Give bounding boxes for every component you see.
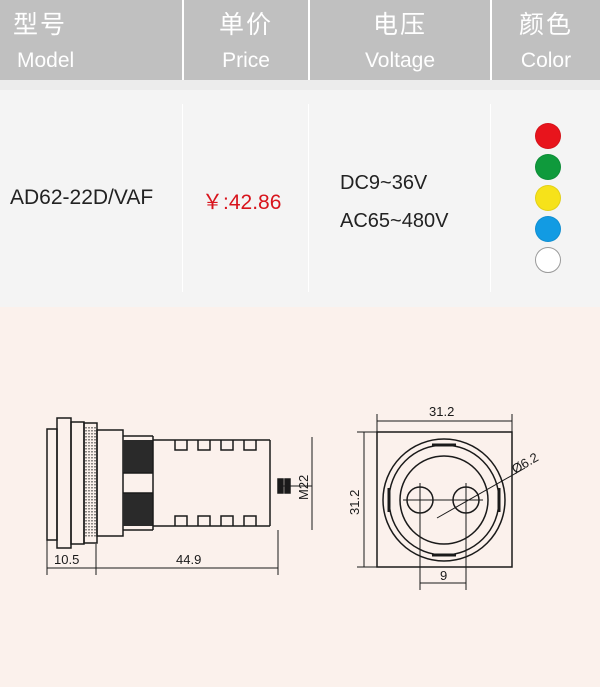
header-price-cn: 单价 <box>218 11 273 39</box>
header-color: 颜色 Color <box>492 0 600 80</box>
header-voltage-en: Voltage <box>364 49 436 72</box>
header-voltage: 电压 Voltage <box>310 0 490 80</box>
product-price: ￥:42.86 <box>202 191 282 214</box>
header-color-cn: 颜色 <box>518 11 573 39</box>
header-voltage-cn: 电压 <box>372 11 427 39</box>
row-divider <box>182 104 183 292</box>
header-model: 型号 Model <box>0 0 182 80</box>
voltage-dc: DC9~36V <box>340 172 428 194</box>
header-divider <box>182 0 184 80</box>
color-swatch-blue <box>535 216 561 242</box>
technical-drawing: 10.5 44.9 M22 <box>46 404 541 590</box>
dim-flange: 10.5 <box>54 552 79 567</box>
drawing-area: 10.5 44.9 M22 <box>0 307 600 687</box>
header-divider <box>308 0 310 80</box>
header-color-en: Color <box>520 49 572 72</box>
dim-length: 44.9 <box>176 552 201 567</box>
table-header: 型号 Model 单价 Price 电压 Voltage 颜色 Color <box>0 0 600 80</box>
color-swatch-red <box>535 123 561 149</box>
color-swatch-white <box>535 247 561 273</box>
header-model-en: Model <box>17 49 75 72</box>
color-swatch-yellow <box>535 185 561 211</box>
header-price-en: Price <box>222 49 270 72</box>
dim-height: 31.2 <box>347 490 362 515</box>
header-model-cn: 型号 <box>13 11 68 39</box>
dim-thread: M22 <box>296 475 311 500</box>
dim-width: 31.2 <box>429 404 454 419</box>
front-view-drawing <box>357 414 526 590</box>
product-row <box>0 90 600 307</box>
row-divider <box>490 104 491 292</box>
header-shadow-band <box>0 80 600 90</box>
dim-spacing: 9 <box>440 568 447 583</box>
product-model: AD62-22D/VAF <box>10 186 154 209</box>
dim-diameter: Ø6.2 <box>509 450 541 477</box>
header-divider <box>490 0 492 80</box>
row-divider <box>308 104 309 292</box>
side-view-drawing <box>46 417 313 575</box>
header-price: 单价 Price <box>184 0 308 80</box>
color-swatch-green <box>535 154 561 180</box>
voltage-ac: AC65~480V <box>340 210 449 232</box>
